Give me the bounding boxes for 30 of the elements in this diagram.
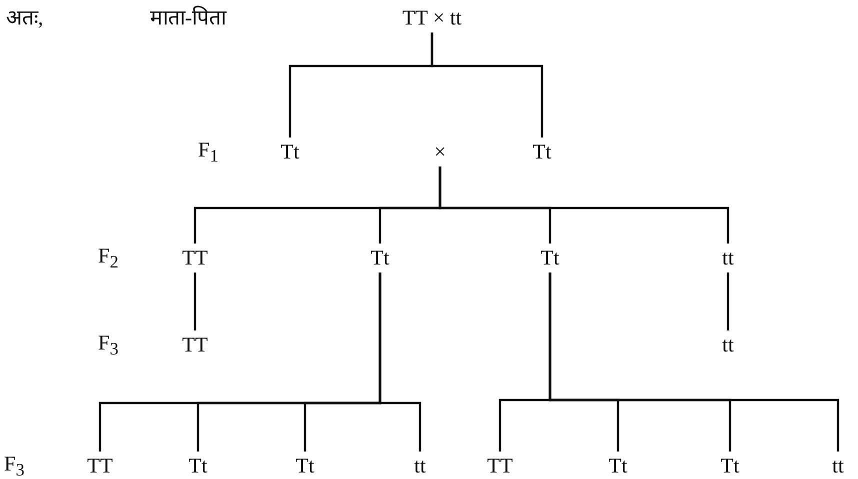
- genotype-label: Tt: [718, 454, 742, 478]
- generation-label: F$_{3}$: [98, 331, 118, 359]
- tree-line: [194, 272, 196, 330]
- genotype-label: Tt: [186, 454, 210, 478]
- tree-line: [438, 166, 730, 244]
- tree-line: [726, 272, 730, 330]
- genotype-label: TT: [180, 333, 210, 357]
- tree-line: [430, 32, 544, 138]
- tree-line: [378, 272, 422, 452]
- tree-line: [548, 272, 840, 452]
- genotype-label: TT × tt: [400, 6, 464, 30]
- genotype-label: TT: [485, 454, 515, 478]
- genotype-label: Tt: [368, 246, 392, 270]
- genotype-label: Tt: [278, 140, 302, 164]
- genotype-label: Tt: [606, 454, 630, 478]
- generation-label: F$_{2}$: [98, 244, 118, 272]
- genotype-label: Tt: [530, 140, 554, 164]
- genotype-label: TT: [85, 454, 115, 478]
- text-label: माता-पिता: [150, 6, 226, 30]
- genotype-label: tt: [720, 333, 736, 357]
- genotype-label: ×: [432, 140, 448, 164]
- genotype-label: TT: [180, 246, 210, 270]
- text-label: अतः,: [6, 6, 44, 30]
- genotype-label: Tt: [294, 454, 316, 478]
- generation-label: F$_{3}$: [4, 452, 24, 479]
- genotype-label: tt: [720, 246, 736, 270]
- genotype-label: Tt: [538, 246, 562, 270]
- generation-label: F$_{1}$: [198, 138, 218, 166]
- genotype-label: tt: [412, 454, 428, 478]
- genotype-label: tt: [830, 454, 846, 478]
